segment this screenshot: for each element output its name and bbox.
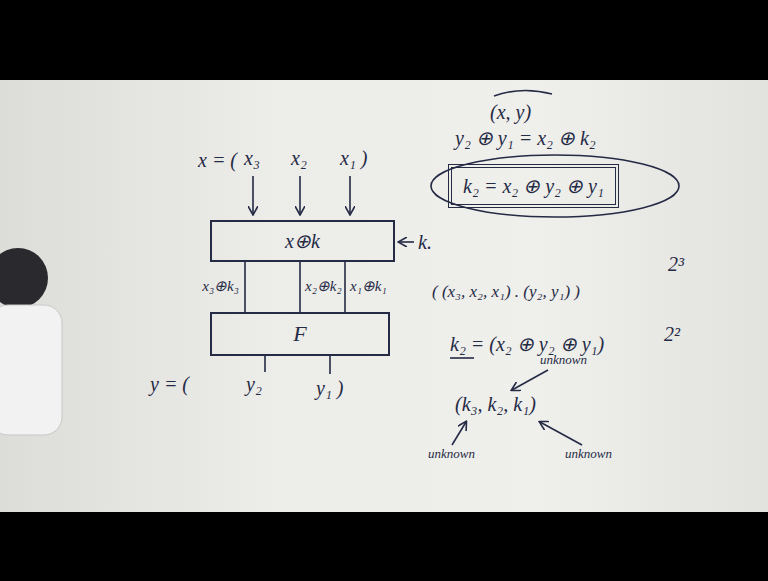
signal-line bbox=[299, 262, 301, 312]
line-label: x₁⊕k₁ bbox=[350, 277, 387, 295]
signal-line bbox=[244, 262, 246, 312]
board-note: unknown bbox=[428, 446, 475, 462]
person-head bbox=[0, 248, 48, 308]
board-note: x = ( bbox=[198, 148, 237, 172]
whiteboard bbox=[0, 80, 768, 512]
board-note: k. bbox=[418, 230, 432, 254]
signal-line bbox=[344, 262, 346, 312]
board-note: y₂ bbox=[246, 372, 262, 396]
board-note: y₂ ⊕ y₁ = x₂ ⊕ k₂ bbox=[455, 126, 596, 150]
process-box: F bbox=[210, 312, 390, 356]
board-note: x₂ bbox=[291, 146, 307, 170]
board-note: y = ( bbox=[150, 372, 189, 396]
board-note: unknown bbox=[540, 352, 587, 368]
board-note: 2² bbox=[664, 322, 680, 346]
box-text: F bbox=[293, 321, 306, 347]
person-shirt bbox=[0, 305, 62, 435]
process-box: k₂ = x₂ ⊕ y₂ ⊕ y₁ bbox=[448, 164, 619, 208]
box-text: x⊕k bbox=[285, 229, 320, 253]
line-label: x₃⊕k₃ bbox=[202, 277, 239, 295]
board-note: unknown bbox=[565, 446, 612, 462]
board-note: x₁ ) bbox=[340, 146, 368, 170]
board-note: (x, y) bbox=[490, 100, 531, 124]
line-label: x₂⊕k₂ bbox=[305, 277, 342, 295]
board-note: (k₃, k₂, k₁) bbox=[455, 392, 536, 416]
board-note: ( (x₃, x₂, x₁) . (y₂, y₁) ) bbox=[432, 282, 580, 302]
board-note: y₁ ) bbox=[316, 376, 344, 400]
board-note: x₃ bbox=[244, 146, 260, 170]
box-text: k₂ = x₂ ⊕ y₂ ⊕ y₁ bbox=[463, 174, 604, 198]
process-box: x⊕k bbox=[210, 220, 395, 262]
board-note: 2³ bbox=[668, 252, 684, 276]
